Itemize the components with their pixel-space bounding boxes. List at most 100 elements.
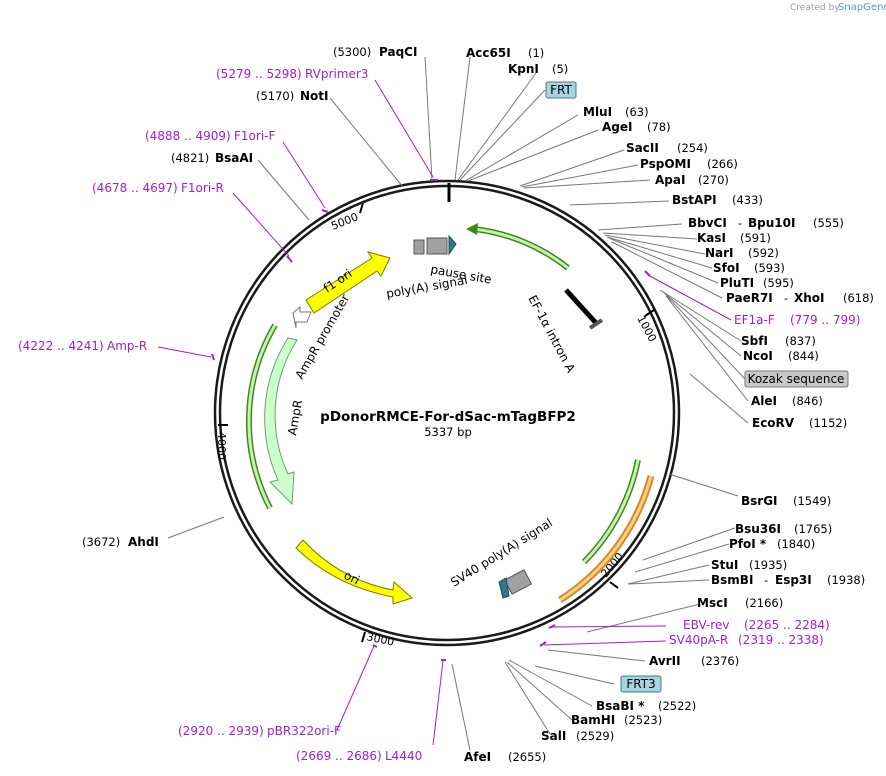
site-stui-name: StuI [711,558,738,572]
site-kasi-pos: (591) [740,231,771,245]
site-bsu36i-name: Bsu36I [735,522,781,536]
primer-ef1a-f-range: (779 .. 799) [790,313,860,327]
sv40-box [503,569,533,595]
primer-amp-r-range: (4222 .. 4241) [18,339,104,353]
tick-5000 [359,202,364,214]
ef1a-intron-bar [564,288,598,325]
site-sali-name: SalI [541,729,566,743]
site-alei-name: AleI [751,394,777,408]
site-bstapi-name: BstAPI [672,193,717,207]
primer-pbr322ori-f-range: (2920 .. 2939) [178,724,264,738]
primer-f1ori-f-name: F1ori-F [234,129,275,143]
ef1a-small-bar [588,318,604,330]
arc-left-green-inner [247,324,277,509]
feature-ori: ori [342,568,362,587]
feature-ampr: AmpR [285,399,305,437]
site-paer7i-name: PaeR7I [726,291,773,305]
site-bsmbi-name: BsmBI [711,573,753,587]
site-ahdi-pos: (3672) [82,535,120,549]
plasmid-name: pDonorRMCE-For-dSac-mTagBFP2 [320,409,576,425]
arc-right-green-inner [582,459,640,564]
site-pfoi-pos: (1840) [777,537,815,551]
site-pspomi-pos: (266) [707,157,738,171]
site-bstapi-pos: (433) [732,193,763,207]
site-esp3i-name: Esp3I [775,573,812,587]
site-bbvci-name: BbvCI [688,216,727,230]
credit-prefix: Created by [790,3,840,13]
box-kozak-label: Kozak sequence [748,372,845,386]
primer-f1ori-r-range: (4678 .. 4697) [92,181,178,195]
tick-1000 [644,309,655,317]
site-ecorv-name: EcoRV [752,416,795,430]
primer-f1ori-f-range: (4888 .. 4909) [145,129,231,143]
site-bsabi-pos: (2522) [658,699,696,713]
site-msci-name: MscI [697,596,728,610]
site-bsaai-name: BsaAI [215,151,253,165]
site-sbfi-pos: (837) [785,334,816,348]
site-afei-pos: (2655) [508,750,546,764]
pause-box-1 [413,239,425,255]
pause-site-arrow [448,234,457,256]
site-stui-pos: (1935) [749,558,787,572]
site-bbvci-dash: - [738,216,742,230]
tick-label-1000: 1000 [634,313,659,344]
ampr-arrow [264,337,298,506]
feature-ef1a-intron: EF-1α intron A [525,293,578,376]
arc-top-green [473,226,570,271]
site-mlui-pos: (63) [625,105,649,119]
box-frt3 [620,675,662,693]
site-kpni-pos: (5) [552,62,568,76]
site-bsaai-pos: (4821) [171,151,209,165]
site-acc65i-name: Acc65I [466,46,511,60]
sv40-arrow [498,577,510,599]
site-acc65i-pos: (1) [528,46,544,60]
site-bsmbi-pos: (1938) [827,573,865,587]
tick-label-3000: 3000 [365,630,395,649]
site-ecorv-pos: (1152) [809,416,847,430]
site-paqci-pos: (5300) [333,45,371,59]
backbone-outer [213,179,681,647]
ampr-promoter-arrow [292,305,312,329]
site-avrii-pos: (2376) [701,654,739,668]
site-kpni-name: KpnI [508,62,539,76]
site-xhoi-name: XhoI [794,291,825,305]
tick-2000 [609,581,619,589]
site-kasi-name: KasI [697,231,726,245]
plasmid-size: 5337 bp [424,425,472,439]
box-frt [545,81,577,99]
primer-leader-lines [157,79,732,746]
site-sacii-name: SacII [626,141,659,155]
primer-l4440-range: (2669 .. 2686) [296,749,382,763]
site-agei-name: AgeI [602,120,632,134]
site-mlui-name: MluI [583,105,612,119]
site-sfoi-name: SfoI [713,261,740,275]
site-bsabi-name: BsaBI * [596,699,645,713]
site-afei-name: AfeI [464,750,491,764]
site-apai-pos: (270) [698,173,729,187]
site-ncoi-pos: (844) [788,349,819,363]
site-nari-name: NarI [705,246,734,260]
site-bamhi-pos: (2523) [624,713,662,727]
primer-l4440-name: L4440 [385,749,422,763]
site-noti-name: NotI [300,89,329,103]
site-apai-name: ApaI [655,173,685,187]
site-sfoi-pos: (593) [754,261,785,275]
tick-label-5000: 5000 [329,210,360,233]
arc-top-green-head [466,223,478,235]
site-bsrgi-name: BsrGI [741,494,778,508]
arc-top-green-inner [473,227,569,270]
leader-lines [167,56,749,751]
site-ncoi-name: NcoI [743,349,773,363]
site-sali-pos: (2529) [576,729,614,743]
f1-ori-arrow [305,251,391,314]
site-msci-pos: (2166) [745,596,783,610]
site-pspomi-name: PspOMI [640,157,691,171]
primer-sv40pa-r-name: SV40pA-R [669,633,728,647]
site-bsrgi-pos: (1549) [793,494,831,508]
tick-3000 [361,631,366,643]
primer-markers [211,179,651,661]
site-pluti-name: PluTI [720,276,754,290]
primer-amp-r-name: Amp-R [107,339,147,353]
site-alei-pos: (846) [792,394,823,408]
site-pluti-pos: (595) [763,276,794,290]
